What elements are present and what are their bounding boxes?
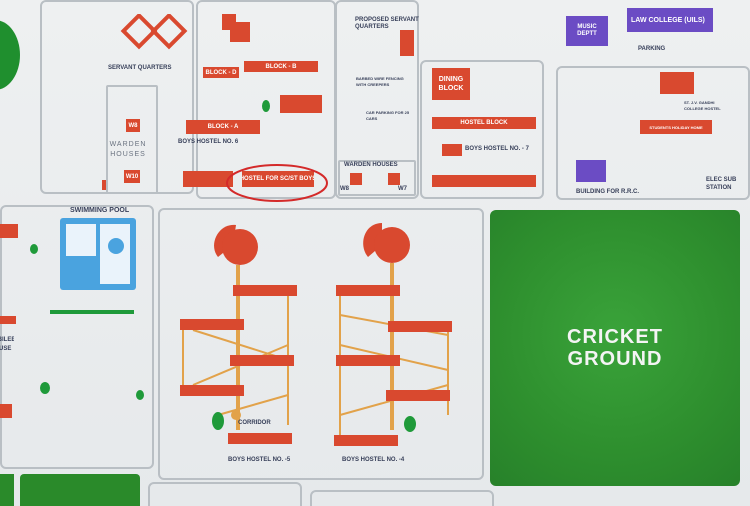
cricket-ground-label-1: CRICKET <box>567 326 663 348</box>
corridor-label: CORRIDOR <box>238 420 271 426</box>
warden-house-w10: W10 <box>124 170 140 183</box>
green-lawn-bottom-left <box>20 474 140 506</box>
warden-wa: W8 <box>340 186 349 192</box>
boys-hostel-5-layout <box>180 224 297 444</box>
tree <box>404 416 416 432</box>
hostel-sc-st-boys: HOSTEL FOR SC/ST BOYS <box>242 171 314 187</box>
servant-quarters-icon <box>120 14 188 50</box>
highlight-circle <box>226 164 328 202</box>
warden-houses-enclosure <box>106 85 158 194</box>
tree <box>40 382 50 394</box>
jubilee-house-label: JUBILEE HOUSE <box>0 337 14 352</box>
boys-hostel-4-label: BOYS HOSTEL NO. -4 <box>342 457 405 463</box>
barbed-wire-label: BARBED WIRE FENCING WITH CREEPERS <box>356 76 404 87</box>
road-bottom-center <box>310 490 494 506</box>
warden-houses-center-label: WARDEN HOUSES <box>344 162 398 168</box>
students-holiday-home: STUDENTS HOLIDAY HOME <box>640 120 712 134</box>
warden-houses-center-enclosure <box>338 160 416 196</box>
road-block-hostel7 <box>420 60 544 199</box>
tree <box>30 244 38 254</box>
block-d: BLOCK - D <box>203 67 239 78</box>
green-lawn-top-left <box>0 20 20 90</box>
parking-label: PARKING <box>638 46 666 52</box>
road-block-pool <box>0 205 154 469</box>
proposed-servant-quarters <box>400 30 414 56</box>
jubilee-building <box>0 316 16 324</box>
law-college: LAW COLLEGE (UILS) <box>627 8 713 32</box>
swimming-pool-label: SWIMMING POOL <box>70 207 130 214</box>
block-b: BLOCK - B <box>244 61 318 72</box>
proposed-servant-quarters-label: PROPOSED SERVANT QUARTERS <box>355 17 419 30</box>
road-block-center-top <box>335 0 419 199</box>
cricket-ground-label-2: GROUND <box>567 348 663 370</box>
boys-hostel-5-label: BOYS HOSTEL NO. -5 <box>228 457 291 463</box>
green-path <box>50 310 134 314</box>
warden-w7: W7 <box>398 186 407 192</box>
boys-hostel-7-label: BOYS HOSTEL NO. - 7 <box>465 146 529 152</box>
top-building-2 <box>230 22 250 42</box>
boys-hostel-4-layout <box>334 223 452 446</box>
swimming-pool <box>60 218 136 290</box>
block-a: BLOCK - A <box>186 120 260 134</box>
block-c <box>280 95 322 113</box>
gandhi-college-top <box>660 72 694 94</box>
hostel-block: HOSTEL BLOCK <box>432 117 536 129</box>
boys-hostel-6-label: BOYS HOSTEL NO. 6 <box>178 139 239 145</box>
hostel-7-connector <box>442 144 462 156</box>
building-rrc-label: BUILDING FOR R.R.C. <box>576 189 639 195</box>
warden-house-center-2 <box>388 173 400 185</box>
warden-houses-label: WARDEN HOUSES <box>109 141 147 158</box>
pool-left-building <box>0 224 18 238</box>
left-edge-block <box>0 404 12 418</box>
warden-house-center-1 <box>350 173 362 185</box>
hostel-7-bottom <box>432 175 536 187</box>
gandhi-college-label: ST. J.V. GANDHI COLLEGE HOSTEL <box>684 100 721 111</box>
rrc-building-icon <box>576 160 606 182</box>
dining-block: DINING BLOCK <box>432 68 470 100</box>
small-block <box>102 180 106 190</box>
tree <box>136 390 144 400</box>
green-lawn-bottom-edge <box>0 474 14 506</box>
servant-quarters-label: SERVANT QUARTERS <box>108 65 172 71</box>
road-block-hostels-4-5 <box>158 208 484 480</box>
tree <box>262 100 270 112</box>
cricket-ground: CRICKET GROUND <box>490 210 740 486</box>
music-deptt-label: MUSIC DEPTT <box>577 24 597 37</box>
road-block-right <box>556 66 750 200</box>
hostel-block-left <box>183 171 233 187</box>
car-parking-label: CAR PARKING FOR 25 CARS <box>366 110 410 121</box>
elec-sub-station-label: ELEC SUB STATION <box>706 177 737 191</box>
warden-house-w9: W8 <box>126 119 140 132</box>
road-bottom-left <box>148 482 302 506</box>
tree <box>212 412 224 430</box>
music-building-icon: MUSIC DEPTT <box>566 16 608 46</box>
